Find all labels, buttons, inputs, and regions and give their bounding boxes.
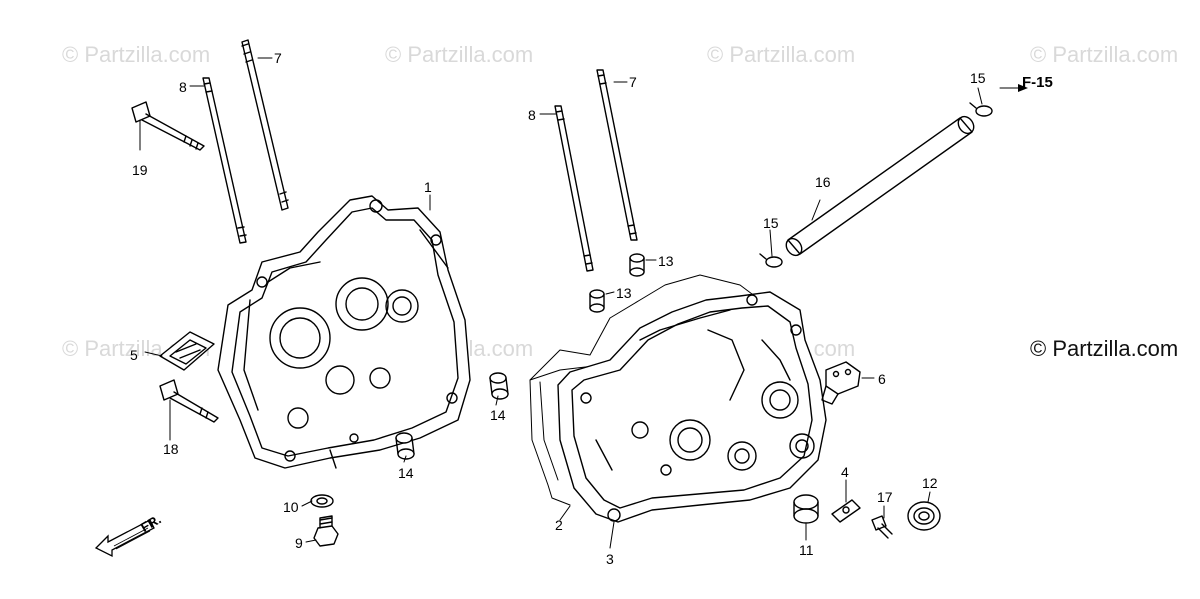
callout-2: 2 xyxy=(555,517,563,533)
callout-12: 12 xyxy=(922,475,938,491)
right-crankcase-shape xyxy=(557,291,827,523)
flange-bolt-18 xyxy=(159,379,219,423)
reed-valve-shape xyxy=(159,331,215,371)
bolt-17-shape xyxy=(871,515,893,539)
leader-lines xyxy=(139,57,1019,549)
callout-16: 16 xyxy=(815,174,831,190)
callout-15a: 15 xyxy=(970,70,986,86)
setting-plate-shape xyxy=(831,499,861,523)
front-direction-arrow xyxy=(94,519,155,558)
front-arrow-hatch xyxy=(113,527,151,550)
callout-5: 5 xyxy=(130,347,138,363)
callout-13a: 13 xyxy=(658,253,674,269)
watermark: © Partzilla.com xyxy=(385,42,534,67)
callout-18: 18 xyxy=(163,441,179,457)
dowel-pins xyxy=(395,253,645,460)
short-stud-bolts xyxy=(202,77,594,272)
callout-9: 9 xyxy=(295,535,303,551)
callout-1: 1 xyxy=(424,179,432,195)
left-crankcase-shape xyxy=(217,195,471,469)
breather-tube-shape xyxy=(785,115,975,257)
flange-bolt-19 xyxy=(131,101,205,151)
washer-and-drain-bolt xyxy=(310,494,339,547)
callout-8b: 8 xyxy=(528,107,536,123)
watermark: © Partzilla.com xyxy=(1030,42,1179,67)
oil-seal-shape xyxy=(793,494,819,524)
callout-8a: 8 xyxy=(179,79,187,95)
watermark: © Partzilla.com xyxy=(707,42,856,67)
callout-6: 6 xyxy=(878,371,886,387)
callout-17: 17 xyxy=(877,489,893,505)
callout-14b: 14 xyxy=(398,465,414,481)
callout-numbers: 1 2 3 4 5 6 7 7 8 8 9 10 11 12 13 13 14 … xyxy=(130,50,986,567)
callout-19: 19 xyxy=(132,162,148,178)
callout-14a: 14 xyxy=(490,407,506,423)
f15-reference: F-15 xyxy=(1022,74,1053,91)
callout-10: 10 xyxy=(283,499,299,515)
callout-7b: 7 xyxy=(629,74,637,90)
callout-7a: 7 xyxy=(274,50,282,66)
watermark: © Partzilla.com xyxy=(62,42,211,67)
callout-3: 3 xyxy=(606,551,614,567)
callout-11: 11 xyxy=(799,542,814,558)
tube-clips xyxy=(759,102,993,268)
callout-13b: 13 xyxy=(616,285,632,301)
callout-15b: 15 xyxy=(763,215,779,231)
copyright-notice: © Partzilla.com xyxy=(1030,336,1179,361)
ball-bearing-shape xyxy=(907,501,941,531)
callout-4: 4 xyxy=(841,464,849,480)
f15-arrowhead xyxy=(1018,84,1028,92)
long-stud-bolts xyxy=(241,39,638,241)
breather-joint-shape xyxy=(821,361,861,405)
